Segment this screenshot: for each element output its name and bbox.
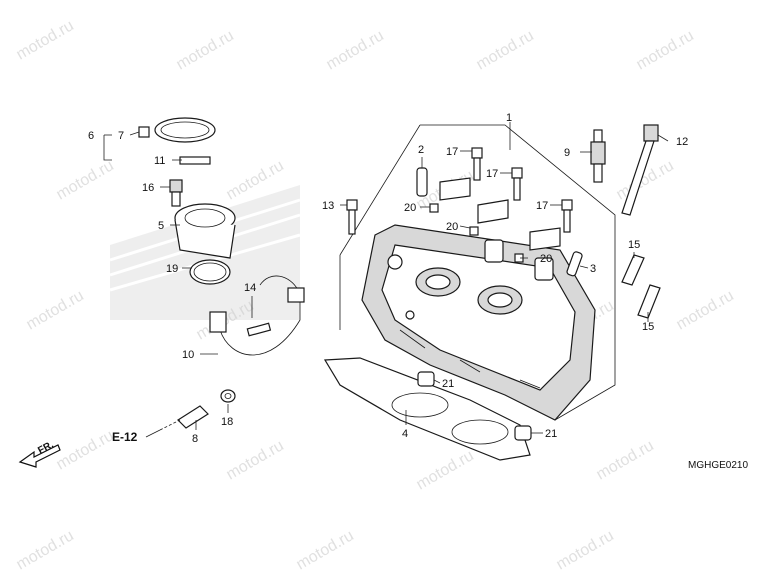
front-arrow-icon: [18, 444, 61, 468]
callout-2: 2: [418, 144, 424, 156]
oil-pipe-pin[interactable]: [566, 251, 583, 277]
stud-bolt[interactable]: [637, 284, 661, 319]
cam-pin[interactable]: [416, 167, 428, 197]
callout-4: 4: [402, 428, 408, 440]
long-head-bolt[interactable]: [621, 124, 659, 216]
callout-13: 13: [322, 200, 334, 212]
callout-14: 14: [244, 282, 256, 294]
watermark: motod.ru: [594, 437, 657, 483]
cam-holder[interactable]: [439, 177, 471, 201]
reference-note: E-12: [112, 429, 161, 444]
watermark: motod.ru: [554, 527, 617, 573]
reference-label: E-12: [112, 430, 138, 444]
callout-11: 11: [154, 155, 165, 167]
sealing-washer[interactable]: [220, 389, 236, 403]
callout-6: 6: [88, 130, 94, 142]
callout-20b: 20: [446, 221, 458, 233]
dowel-pin[interactable]: [514, 425, 532, 441]
cam-holder[interactable]: [529, 227, 561, 251]
watermark: motod.ru: [14, 17, 77, 63]
front-indicator: FR.: [18, 439, 61, 468]
cam-holder-bolt[interactable]: [511, 167, 523, 201]
callout-15a: 15: [628, 239, 640, 251]
clamp-screw[interactable]: [179, 156, 211, 165]
callout-1: 1: [506, 112, 512, 124]
watermark: motod.ru: [24, 287, 87, 333]
cylinder-head[interactable]: [361, 224, 596, 421]
callout-20c: 20: [540, 253, 552, 265]
leader-lines: [103, 122, 669, 434]
callout-7: 7: [118, 130, 124, 142]
o-ring[interactable]: [189, 259, 231, 285]
watermark: motod.ru: [474, 27, 537, 73]
cam-holder-bolt[interactable]: [561, 199, 573, 233]
intake-insulator[interactable]: [174, 203, 236, 259]
cam-holder[interactable]: [477, 199, 509, 224]
cam-holder-bolt[interactable]: [471, 147, 483, 181]
head-gasket[interactable]: [323, 357, 531, 461]
callout-12: 12: [676, 136, 688, 148]
watermark: motod.ru: [324, 27, 387, 73]
callout-15b: 15: [642, 321, 654, 333]
watermark: motod.ru: [224, 437, 287, 483]
watermark: motod.ru: [174, 27, 237, 73]
sensor-harness[interactable]: [209, 275, 305, 356]
callout-5: 5: [158, 220, 164, 232]
harness-bolt[interactable]: [246, 322, 272, 337]
callout-20a: 20: [404, 202, 416, 214]
hose-clamp[interactable]: [154, 117, 216, 143]
callouts: 6 7 11 16 5 19 14 10 18 8 13 2 17 17 17 …: [88, 112, 688, 445]
clamp-nut[interactable]: [138, 126, 150, 138]
callout-17a: 17: [446, 146, 458, 158]
callout-18: 18: [221, 416, 233, 428]
callout-17b: 17: [486, 168, 498, 180]
callout-21b: 21: [545, 428, 557, 440]
watermark: motod.ru: [54, 157, 117, 203]
watermark: motod.ru: [54, 427, 117, 473]
head-bolt-small[interactable]: [346, 199, 358, 235]
spark-plug[interactable]: [590, 129, 606, 183]
watermark: motod.ru: [14, 527, 77, 573]
callout-10: 10: [182, 349, 194, 361]
stud-bolt[interactable]: [621, 254, 645, 286]
small-dowel[interactable]: [429, 203, 524, 263]
insulator-bolt[interactable]: [169, 179, 183, 207]
callout-16: 16: [142, 182, 154, 194]
callout-19: 19: [166, 263, 178, 275]
diagram-code: MGHGE0210: [688, 460, 748, 471]
watermark: motod.ru: [414, 447, 477, 493]
watermark: motod.ru: [294, 527, 357, 573]
callout-21a: 21: [442, 378, 454, 390]
callout-8: 8: [192, 433, 198, 445]
callout-9: 9: [564, 147, 570, 159]
dowel-pin[interactable]: [417, 371, 435, 387]
watermark: motod.ru: [634, 27, 697, 73]
callout-3: 3: [590, 263, 596, 275]
callout-17c: 17: [536, 200, 548, 212]
watermark: motod.ru: [674, 287, 737, 333]
temperature-sensor[interactable]: [159, 405, 209, 431]
